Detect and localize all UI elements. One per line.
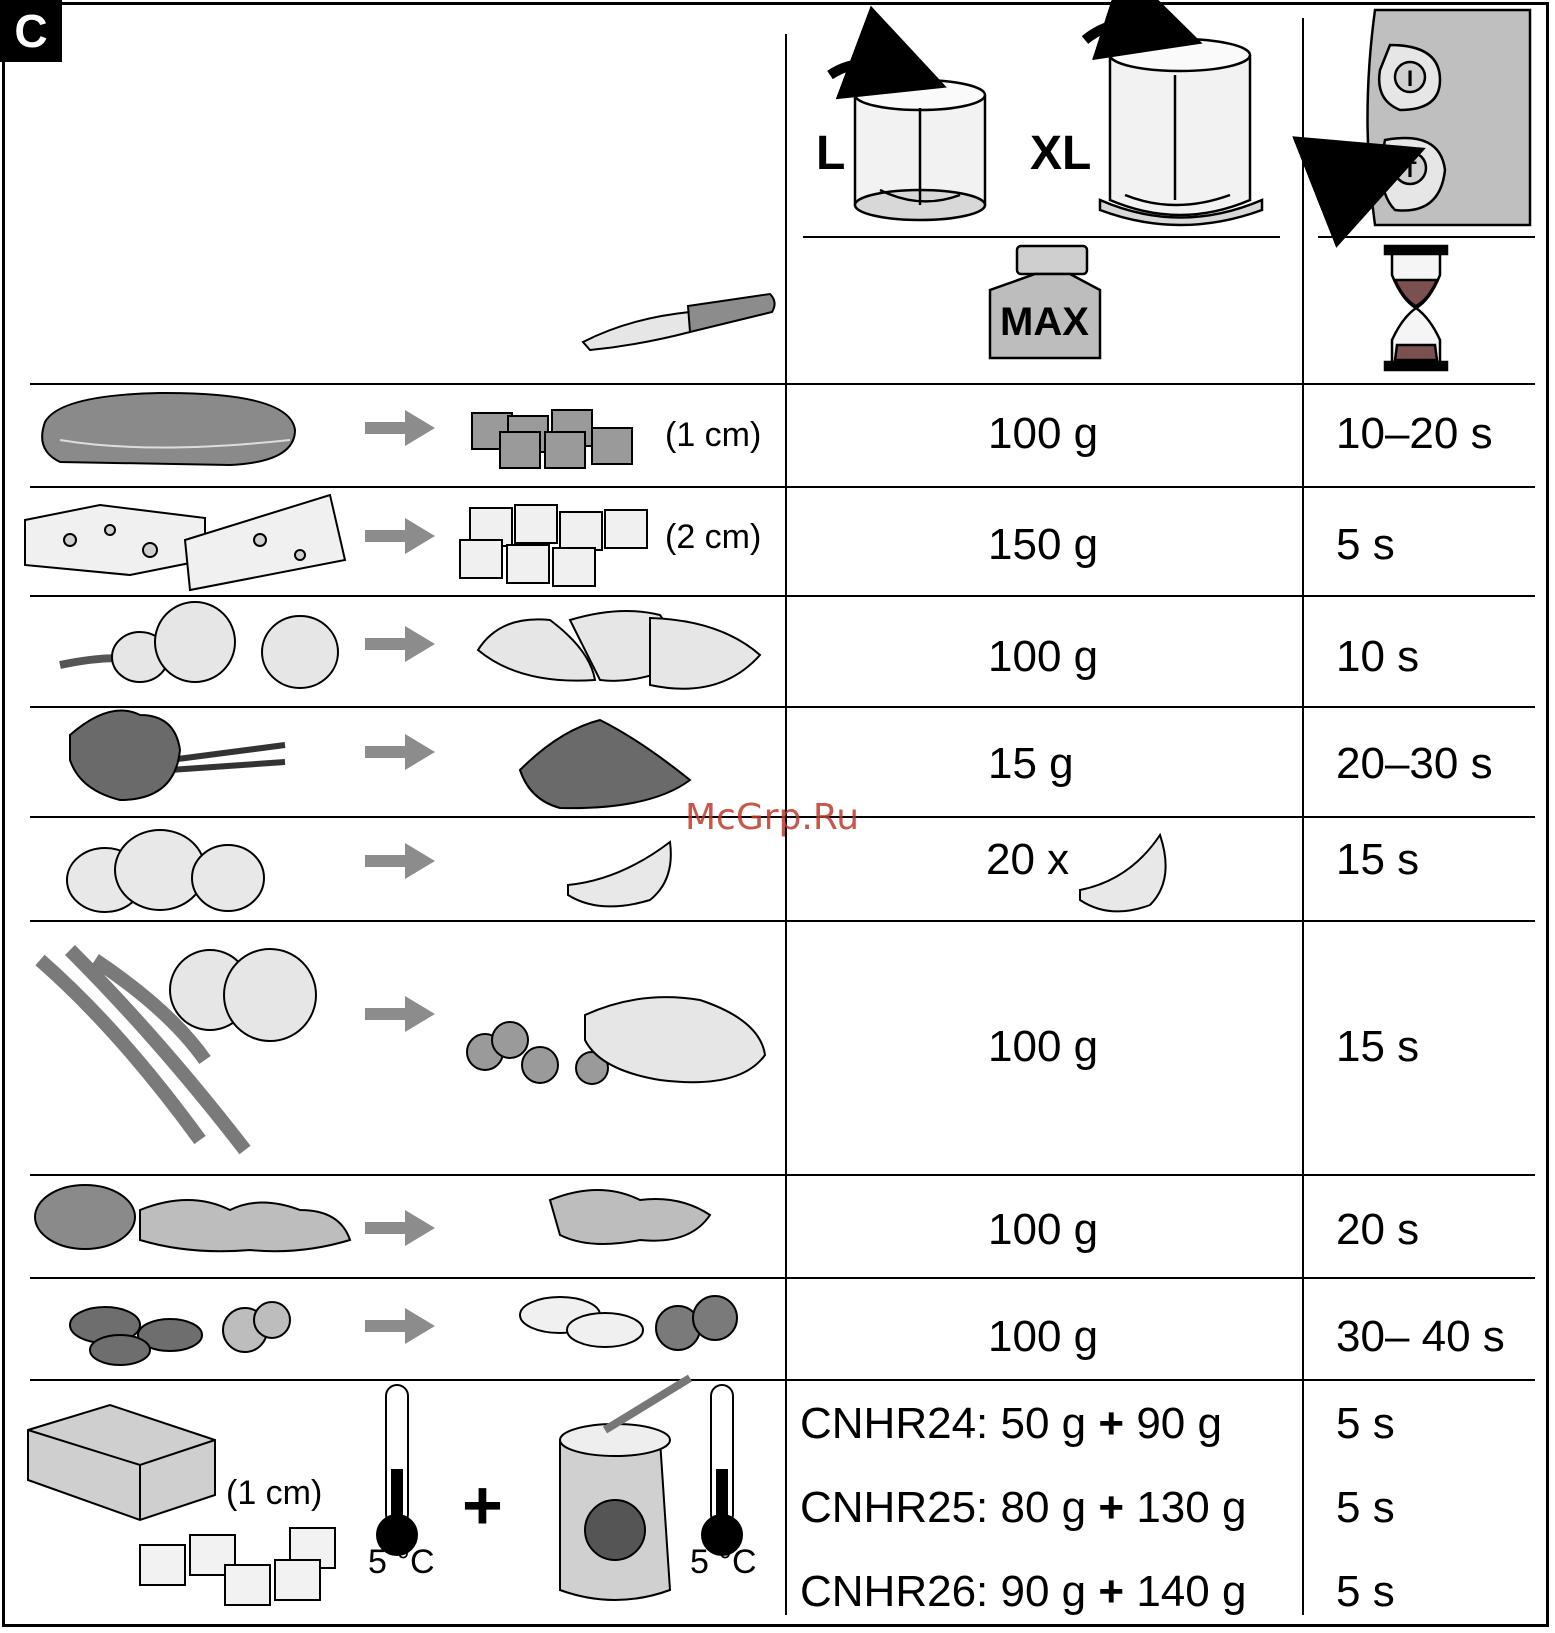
container-xl-icon	[1085, 24, 1262, 225]
time-row-4: 20–30 s	[1336, 742, 1493, 786]
amount-row-7: 100 g	[988, 1208, 1098, 1252]
butter-icon	[28, 1405, 215, 1520]
walnuts-icon	[35, 1185, 350, 1251]
arrow-row-7	[365, 1210, 435, 1246]
model-row-2: CNHR25: 80 g + 130 g	[800, 1486, 1246, 1530]
model-row-3: CNHR26: 90 g + 140 g	[800, 1570, 1246, 1614]
cut-size-row-2: (2 cm)	[665, 520, 761, 554]
model-row-1: CNHR24: 50 g + 90 g	[800, 1402, 1222, 1446]
model-honey-amount: 130 g	[1136, 1483, 1246, 1532]
model-plus: +	[1098, 1399, 1124, 1448]
svg-text:T: T	[1403, 157, 1417, 182]
model-name: CNHR26	[800, 1567, 976, 1616]
peeled-nuts-icon	[520, 1296, 737, 1350]
time-row-6: 15 s	[1336, 1025, 1419, 1069]
chopped-parsley-icon	[520, 720, 690, 808]
row-arrows	[365, 410, 435, 1344]
model-time-1: 5 s	[1336, 1402, 1395, 1446]
honey-temp: 5 °C	[690, 1545, 757, 1579]
meat-icon	[42, 393, 295, 465]
container-l-label: L	[816, 130, 845, 178]
arrow-row-3	[365, 626, 435, 662]
model-butter-amount: 50 g	[1001, 1399, 1087, 1448]
model-honey-amount: 140 g	[1136, 1567, 1246, 1616]
model-sep: :	[976, 1567, 988, 1616]
model-plus: +	[1098, 1567, 1124, 1616]
garlic-icon	[67, 830, 264, 912]
model-name: CNHR24	[800, 1399, 976, 1448]
time-row-7: 20 s	[1336, 1208, 1419, 1252]
knife-icon	[583, 294, 775, 350]
butter-temp: 5 °C	[368, 1545, 435, 1579]
onion-slices-icon	[478, 611, 760, 689]
model-time-2: 5 s	[1336, 1486, 1395, 1530]
garlic-clove-icon	[568, 842, 671, 906]
parsley-icon	[70, 711, 285, 801]
amount-row-4: 15 g	[988, 742, 1074, 786]
thermometer-butter-icon	[377, 1385, 417, 1555]
model-plus: +	[1098, 1483, 1124, 1532]
garlic-clove-amount-icon	[1080, 835, 1166, 911]
thermometer-honey-icon	[702, 1385, 742, 1555]
time-row-2: 5 s	[1336, 523, 1395, 567]
amount-row-3: 100 g	[988, 635, 1098, 679]
honey-jar-icon	[560, 1378, 690, 1600]
amount-row-6: 100 g	[988, 1025, 1098, 1069]
arrow-row-2	[365, 518, 435, 554]
model-sep: :	[976, 1483, 988, 1532]
butter-cut-size: (1 cm)	[226, 1476, 322, 1510]
plus-sign: +	[462, 1470, 503, 1540]
model-name: CNHR25	[800, 1483, 976, 1532]
cut-size-row-1: (1 cm)	[665, 418, 761, 452]
amount-row-8: 100 g	[988, 1315, 1098, 1359]
arrow-row-5	[365, 843, 435, 879]
weight-max-label: MAX	[1000, 302, 1089, 342]
arrow-row-1	[365, 410, 435, 446]
svg-text:I: I	[1407, 66, 1413, 91]
amount-row-1: 100 g	[988, 412, 1098, 456]
time-row-8: 30– 40 s	[1336, 1315, 1505, 1359]
turbo-button-icon: I T	[1332, 10, 1530, 225]
arrow-row-4	[365, 734, 435, 770]
watermark: McGrp.Ru	[685, 800, 859, 836]
time-row-1: 10–20 s	[1336, 412, 1493, 456]
almonds-hazelnuts-icon	[70, 1302, 290, 1365]
sliced-carrots-apples-icon	[467, 997, 765, 1084]
arrow-row-8	[365, 1308, 435, 1344]
time-row-5: 15 s	[1336, 838, 1419, 882]
time-row-3: 10 s	[1336, 635, 1419, 679]
meat-cubes-icon	[472, 410, 632, 468]
cheese-icon	[25, 495, 345, 590]
model-time-3: 5 s	[1336, 1570, 1395, 1614]
amount-row-2: 150 g	[988, 523, 1098, 567]
container-l-icon	[830, 64, 985, 220]
model-sep: :	[976, 1399, 988, 1448]
model-butter-amount: 80 g	[1001, 1483, 1087, 1532]
onion-icon	[60, 602, 338, 688]
arrow-row-6	[365, 996, 435, 1032]
carrots-apples-icon	[40, 949, 316, 1150]
chopped-walnuts-icon	[550, 1190, 710, 1244]
model-honey-amount: 90 g	[1136, 1399, 1222, 1448]
hourglass-icon	[1385, 246, 1447, 370]
container-xl-label: XL	[1030, 130, 1091, 178]
model-butter-amount: 90 g	[1001, 1567, 1087, 1616]
cheese-cubes-icon	[460, 505, 647, 586]
amount-row-5: 20 x	[986, 838, 1069, 882]
butter-cubes-icon	[140, 1528, 335, 1605]
